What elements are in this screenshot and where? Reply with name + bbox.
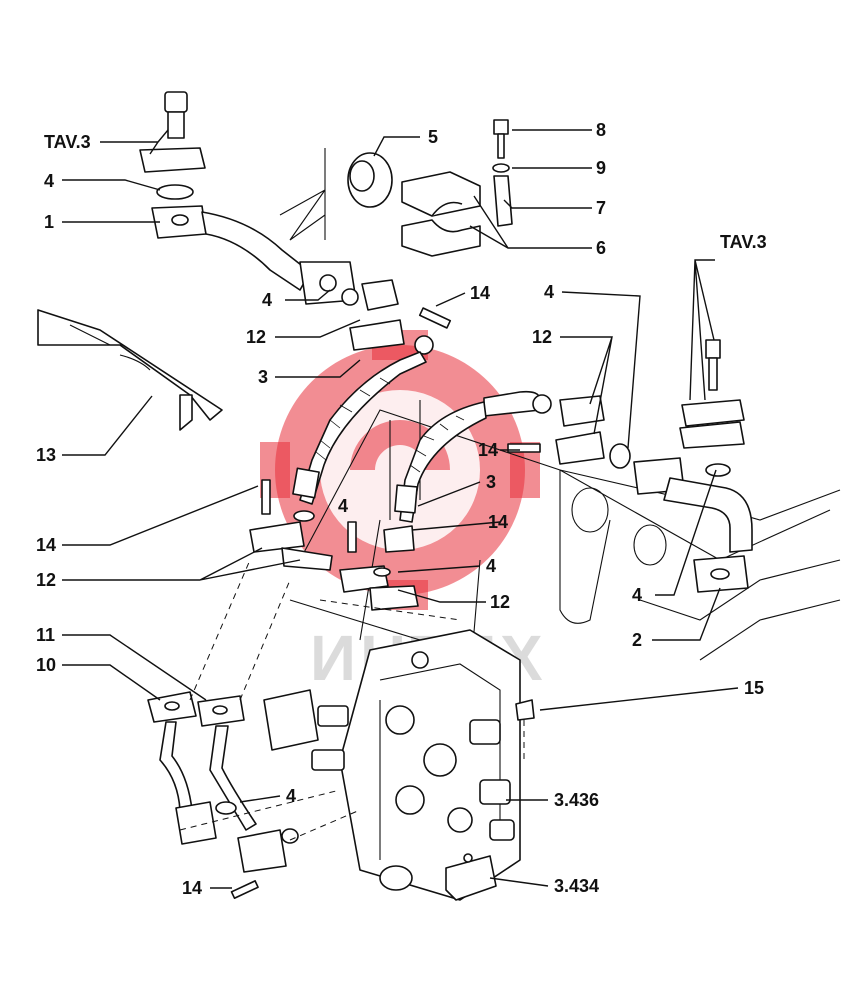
o-ring-icon (373, 567, 391, 577)
half-clamp-icon (361, 279, 399, 311)
spacer-block-icon (263, 689, 319, 751)
half-clamp-icon (679, 421, 745, 449)
fitting-top-icon (705, 339, 721, 359)
label-part-10: 10 (36, 655, 56, 675)
flange-icon (175, 801, 217, 845)
label-part-12: 12 (532, 327, 552, 347)
label-part-4: 4 (338, 496, 348, 516)
pipe-1-icon (201, 211, 311, 291)
label-part-12: 12 (36, 570, 56, 590)
label-part-7: 7 (596, 198, 606, 218)
half-clamp-icon (349, 319, 405, 351)
bolt-spacer-assembly (492, 119, 513, 227)
bolt-14-icon (261, 479, 271, 515)
block-3434-icon (445, 855, 497, 901)
pipe-10-icon (159, 721, 193, 811)
fitting-top-icon (164, 91, 188, 113)
label-part-2: 2 (632, 630, 642, 650)
label-part-14: 14 (36, 535, 56, 555)
label-part-12: 12 (246, 327, 266, 347)
o-ring-icon (281, 828, 299, 844)
pipes-10-11 (147, 691, 299, 900)
label-part-4: 4 (632, 585, 642, 605)
label-part-14: 14 (488, 512, 508, 532)
spacer-7-icon (493, 175, 513, 227)
alignment-lines (179, 559, 525, 841)
label-part-14: 14 (470, 283, 490, 303)
label-part-1: 1 (44, 212, 54, 232)
label-ref-3434: 3.434 (554, 876, 599, 896)
half-clamp-icon (281, 547, 333, 571)
direction-arrow-icon (279, 148, 326, 241)
label-part-4: 4 (486, 556, 496, 576)
label-part-4: 4 (286, 786, 296, 806)
label-part-5: 5 (428, 127, 438, 147)
half-clamp-icon (139, 147, 206, 173)
bolt-14-icon (347, 521, 357, 553)
label-part-3: 3 (258, 367, 268, 387)
bolt-14-icon (418, 307, 452, 329)
clamps-12-left (249, 307, 541, 611)
o-ring-icon (705, 463, 731, 477)
pipe-2-assembly (633, 339, 753, 593)
label-part-4: 4 (262, 290, 272, 310)
label-part-14: 14 (182, 878, 202, 898)
washer-9-icon (492, 163, 510, 173)
clamp-block-6-icon (401, 171, 481, 257)
label-part-6: 6 (596, 238, 606, 258)
pipe-2-icon (663, 477, 753, 553)
label-ref-3436: 3.436 (554, 790, 599, 810)
half-clamp-icon (681, 399, 745, 427)
grommet-5-icon (347, 152, 393, 208)
pipe-11-icon (209, 725, 257, 831)
label-part-8: 8 (596, 120, 606, 140)
shield-13-icon (37, 309, 223, 431)
half-clamp-icon (555, 431, 605, 465)
o-ring-icon (341, 288, 359, 306)
half-clamp-icon (559, 395, 605, 427)
hose-3-center-icon (383, 390, 631, 553)
control-valve-block (263, 629, 535, 901)
pipe-1-assembly (139, 91, 399, 311)
leader-lines (62, 129, 739, 889)
half-clamp-icon (369, 585, 419, 611)
o-ring-icon (156, 184, 194, 200)
o-ring-icon (293, 510, 315, 522)
bolt-14-icon (507, 443, 541, 453)
label-tav3-right: TAV.3 (720, 232, 767, 252)
label-part-13: 13 (36, 445, 56, 465)
o-ring-icon (609, 443, 631, 469)
bolt-8-icon (493, 119, 509, 135)
label-part-3: 3 (486, 472, 496, 492)
label-part-4: 4 (544, 282, 554, 302)
label-part-11: 11 (36, 625, 55, 645)
bolt-14-icon (230, 880, 259, 900)
label-part-15: 15 (744, 678, 764, 698)
fitting-stem-icon (167, 111, 185, 139)
flange-icon (237, 829, 287, 873)
label-part-9: 9 (596, 158, 606, 178)
bolt-15-icon (515, 699, 535, 721)
part-labels: TAV.3 4 1 5 8 9 7 6 4 14 12 3 4 12 TAV.3… (36, 120, 767, 898)
label-part-4: 4 (44, 171, 54, 191)
hose-3-left-icon (292, 319, 434, 522)
half-clamp-icon (249, 521, 305, 553)
label-tav3-left: TAV.3 (44, 132, 91, 152)
o-ring-icon (215, 801, 237, 815)
label-part-14: 14 (478, 440, 498, 460)
label-part-12: 12 (490, 592, 510, 612)
